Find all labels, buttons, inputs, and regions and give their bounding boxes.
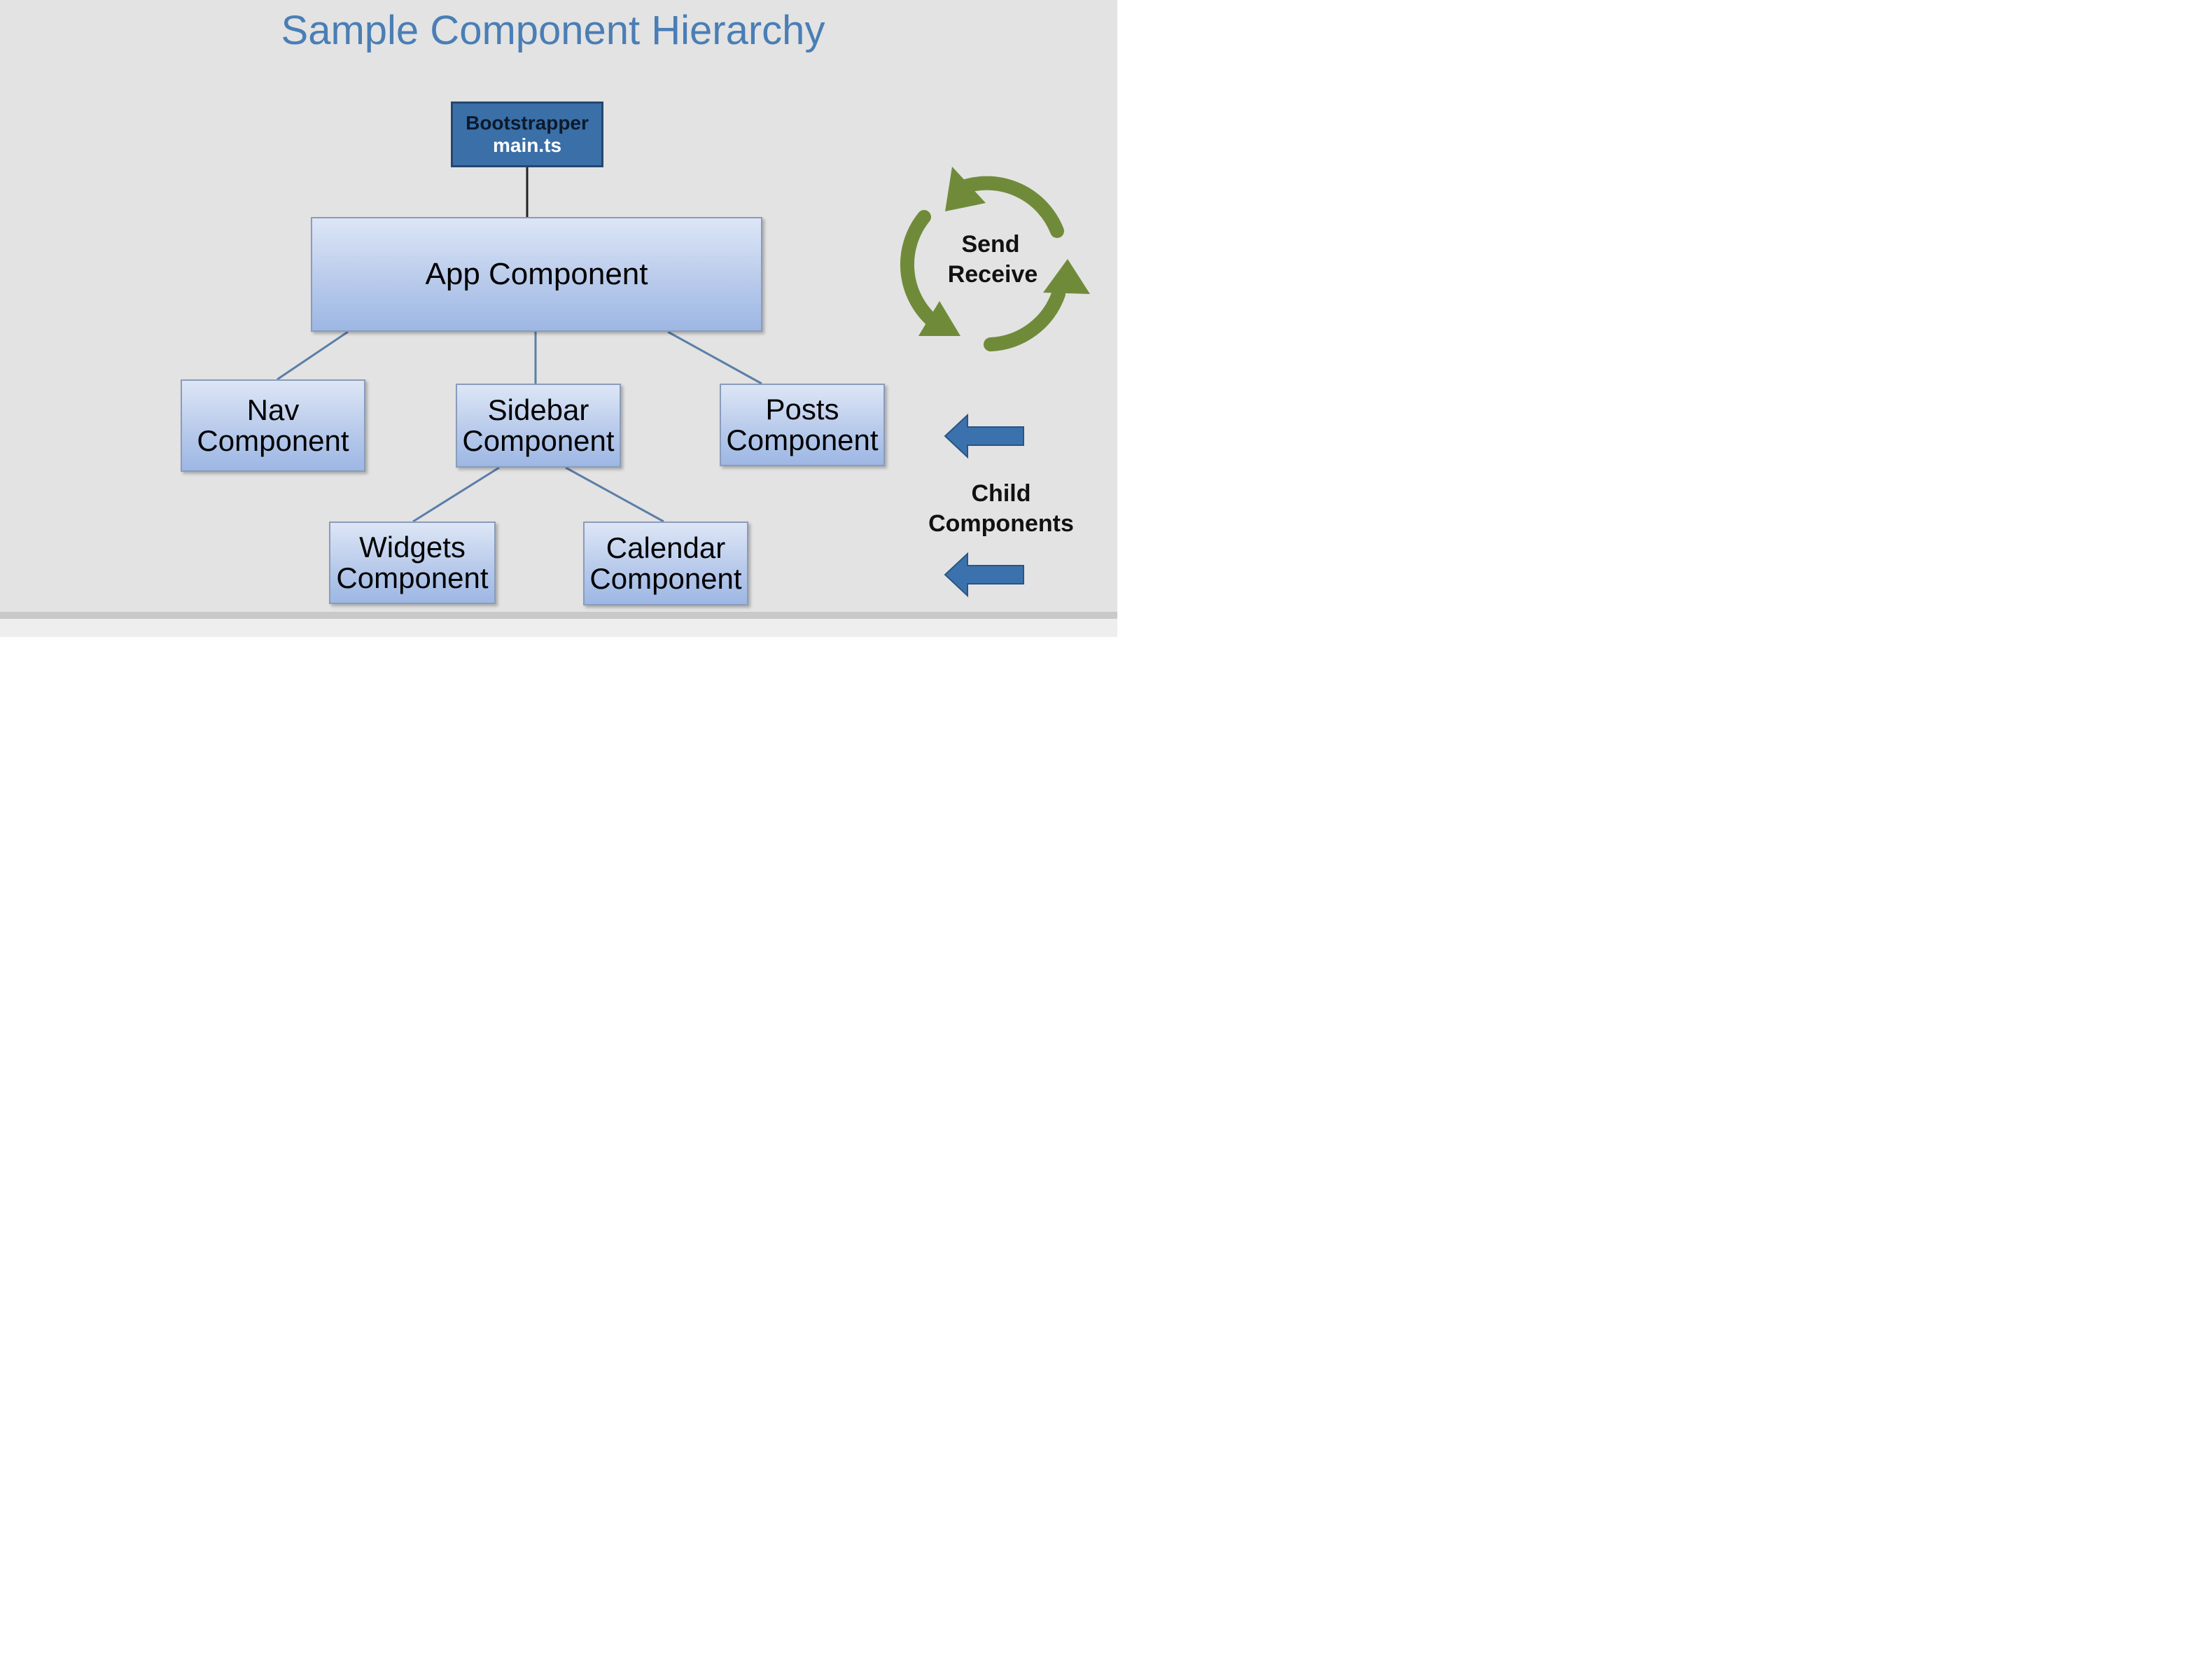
cycle-head-right — [1043, 259, 1090, 294]
cycle-arc-bottom — [984, 287, 1065, 351]
posts-component-line2: Component — [726, 424, 879, 456]
child-components-line1: Child — [971, 480, 1031, 507]
diagram-title: Sample Component Hierarchy — [281, 8, 825, 53]
calendar-component-line2: Component — [589, 562, 742, 595]
app-component-label: App Component — [425, 256, 648, 291]
cycle-head-left — [918, 301, 960, 336]
bootstrapper-label: Bootstrapper — [466, 111, 589, 134]
bootstrapper-box: Bootstrapper main.ts — [451, 102, 603, 167]
left-arrow-icon — [944, 552, 1024, 598]
calendar-component-box: Calendar Component — [583, 522, 748, 606]
widgets-component-line1: Widgets — [359, 530, 466, 564]
cycle-label: Send Receive — [931, 230, 1050, 289]
cycle-arc-left — [900, 210, 945, 332]
cycle-arc-top — [956, 176, 1064, 238]
cycle-send-label: Send — [961, 231, 1020, 258]
nav-component-box: Nav Component — [181, 379, 365, 472]
posts-component-box: Posts Component — [720, 384, 885, 466]
cycle-head-top — [945, 167, 986, 211]
left-arrow-icon — [944, 413, 1024, 459]
widgets-component-line2: Component — [336, 561, 489, 594]
app-component-box: App Component — [311, 217, 762, 332]
calendar-component-line1: Calendar — [606, 531, 726, 564]
posts-component-line1: Posts — [765, 392, 839, 426]
sidebar-component-line1: Sidebar — [487, 393, 589, 426]
cycle-receive-label: Receive — [947, 260, 1038, 288]
nav-component-line2: Component — [197, 424, 349, 457]
circular-arrows-icon — [900, 167, 1090, 351]
child-components-line2: Components — [928, 510, 1074, 537]
nav-component-line1: Nav — [246, 393, 300, 426]
child-components-label: Child Components — [910, 479, 1092, 538]
widgets-component-box: Widgets Component — [329, 522, 496, 604]
bootstrapper-file: main.ts — [492, 134, 562, 156]
sidebar-component-line2: Component — [462, 424, 615, 457]
slide-bottom-border — [0, 612, 1117, 619]
sidebar-component-box: Sidebar Component — [456, 384, 621, 468]
slide-footer-strip — [0, 619, 1117, 637]
